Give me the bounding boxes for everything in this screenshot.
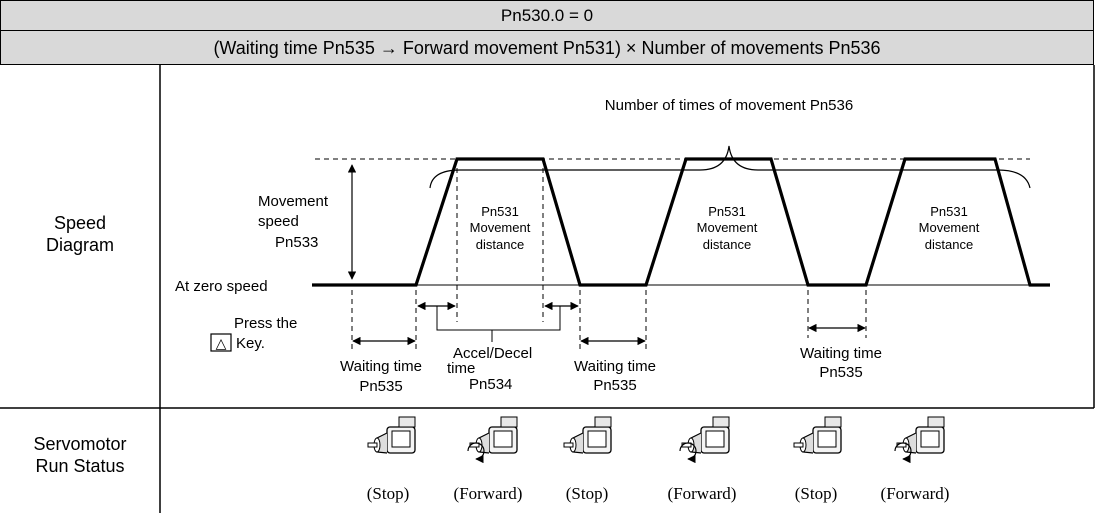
movement-speed-label: Movement speed Pn533 [258,193,332,251]
table-title: Pn530.0 = 0 [0,0,1094,30]
rotation-arrow-icon [679,442,697,464]
servomotor-icon [793,416,842,454]
up-key-icon [210,333,232,352]
speed-diagram-row-label: Speed Diagram [45,213,115,255]
table-subtitle: (Waiting time Pn535 → Forward movement P… [0,30,1094,65]
motor-status-label: (Forward) [667,484,737,503]
speed-profile-line [312,157,1050,287]
svg-text:△: △ [216,335,227,351]
run-status-row-label: Servomotor Run Status [33,434,127,476]
motor-status-label: (Stop) [794,484,838,503]
times-label: Number of times of movement Pn536 [605,97,853,114]
rotation-arrow-icon [894,442,912,464]
motor-status-label: (Forward) [453,484,523,503]
press-key-instruction: Press the [234,315,297,332]
accel-decel-label: Accel/Decel time Pn534 [447,345,536,393]
movement-brace [429,145,1031,189]
svg-text:Key.: Key. [236,335,265,352]
motor-status-label: (Forward) [880,484,950,503]
servomotor-icon [367,416,416,454]
servomotor-icon [467,416,518,464]
motor-status-label: (Stop) [565,484,609,503]
rotation-arrow-icon [467,442,485,464]
servomotor-icon [563,416,612,454]
servomotor-icon [679,416,730,464]
motor-status-label: (Stop) [366,484,410,503]
servomotor-icon [894,416,945,464]
zero-speed-label: At zero speed [175,278,268,295]
